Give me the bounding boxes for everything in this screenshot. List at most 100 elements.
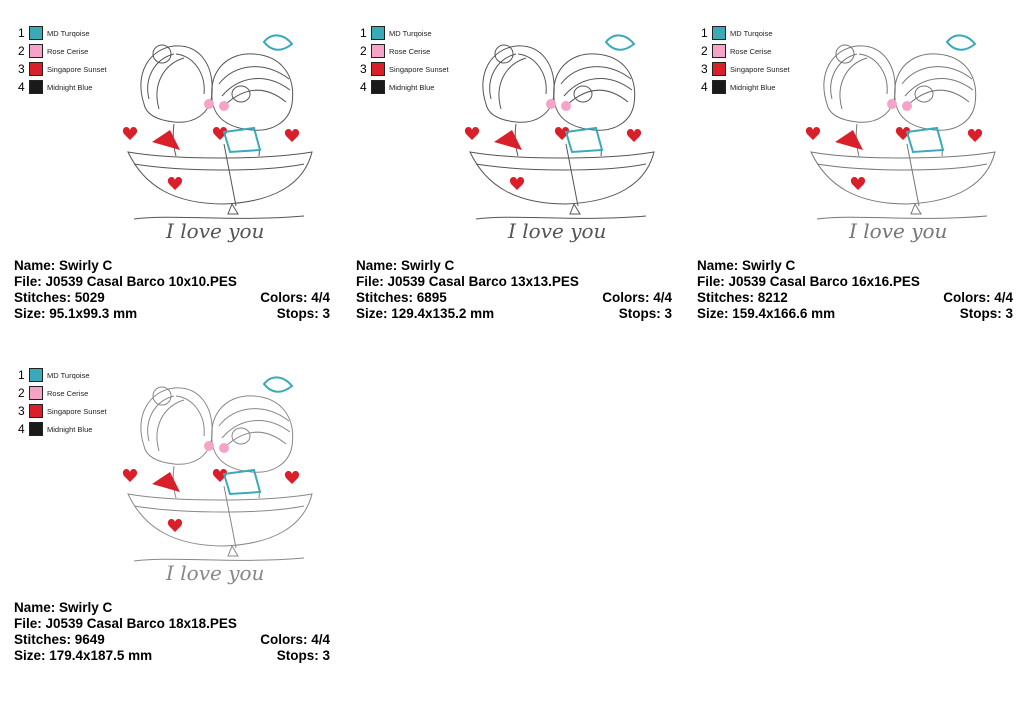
- design-stitches: Stitches: 8212: [697, 290, 788, 305]
- design-card: 1 MD Turqoise 2 Rose Cerise 3 Singapore Sun…: [14, 366, 334, 686]
- color-swatch: [712, 44, 726, 58]
- design-stitches: Stitches: 9649: [14, 632, 105, 647]
- design-name: Name: Swirly C: [14, 600, 113, 615]
- legend-name: MD Turqoise: [389, 28, 432, 38]
- legend-number: 3: [701, 62, 708, 76]
- design-size: Size: 95.1x99.3 mm: [14, 306, 138, 321]
- color-swatch: [712, 80, 726, 94]
- design-file: File: J0539 Casal Barco 10x10.PES: [14, 274, 237, 289]
- legend-number: 4: [360, 80, 367, 94]
- design-info: Name: Swirly C File: J0539 Casal Barco 1…: [14, 258, 330, 322]
- color-swatch: [29, 404, 43, 418]
- legend-name: MD Turqoise: [47, 28, 90, 38]
- legend-number: 4: [18, 422, 25, 436]
- legend-row: 2 Rose Cerise: [18, 386, 88, 400]
- legend-name: Rose Cerise: [47, 46, 89, 56]
- design-stops: Stops: 3: [276, 306, 330, 321]
- legend-number: 2: [701, 44, 708, 58]
- legend-number: 1: [701, 26, 708, 40]
- legend-row: 4 Midnight Blue: [18, 80, 92, 94]
- legend-name: MD Turqoise: [47, 370, 90, 380]
- design-size: Size: 179.4x187.5 mm: [14, 648, 153, 663]
- legend-name: Singapore Sunset: [47, 406, 107, 416]
- design-colors: Colors: 4/4: [260, 632, 330, 647]
- color-swatch: [29, 26, 43, 40]
- legend-name: Singapore Sunset: [389, 64, 449, 74]
- legend-name: Rose Cerise: [47, 388, 89, 398]
- legend-number: 2: [18, 386, 25, 400]
- design-info: Name: Swirly C File: J0539 Casal Barco 1…: [356, 258, 672, 322]
- legend-number: 2: [18, 44, 25, 58]
- design-colors: Colors: 4/4: [943, 290, 1013, 305]
- legend-name: Midnight Blue: [47, 82, 93, 92]
- legend-number: 4: [701, 80, 708, 94]
- legend-name: Midnight Blue: [730, 82, 776, 92]
- color-swatch: [29, 62, 43, 76]
- color-swatch: [29, 368, 43, 382]
- legend-row: 2 Rose Cerise: [701, 44, 771, 58]
- legend-row: 3 Singapore Sunset: [18, 62, 107, 76]
- legend-row: 2 Rose Cerise: [360, 44, 430, 58]
- design-stops: Stops: 3: [959, 306, 1013, 321]
- legend-row: 1 MD Turqoise: [18, 26, 90, 40]
- legend-row: 1 MD Turqoise: [18, 368, 90, 382]
- color-swatch: [712, 62, 726, 76]
- legend-number: 3: [18, 404, 25, 418]
- color-swatch: [29, 44, 43, 58]
- caption-text: I love you: [165, 561, 264, 585]
- color-swatch: [712, 26, 726, 40]
- legend-number: 1: [18, 368, 25, 382]
- design-size: Size: 129.4x135.2 mm: [356, 306, 495, 321]
- legend-row: 4 Midnight Blue: [701, 80, 775, 94]
- legend-row: 3 Singapore Sunset: [18, 404, 107, 418]
- legend-row: 1 MD Turqoise: [701, 26, 773, 40]
- caption-text: I love you: [848, 219, 947, 243]
- legend-number: 4: [18, 80, 25, 94]
- embroidery-preview: I love you: [122, 376, 313, 585]
- design-colors: Colors: 4/4: [602, 290, 672, 305]
- design-size: Size: 159.4x166.6 mm: [697, 306, 836, 321]
- color-swatch: [29, 386, 43, 400]
- design-card: 1 MD Turqoise 2 Rose Cerise 3 Singapore Sun…: [14, 24, 334, 344]
- legend-row: 3 Singapore Sunset: [360, 62, 449, 76]
- design-info: Name: Swirly C File: J0539 Casal Barco 1…: [14, 600, 330, 664]
- design-file: File: J0539 Casal Barco 18x18.PES: [14, 616, 237, 631]
- embroidery-preview: I love you: [805, 34, 996, 243]
- legend-name: Rose Cerise: [730, 46, 772, 56]
- color-swatch: [29, 80, 43, 94]
- design-info: Name: Swirly C File: J0539 Casal Barco 1…: [697, 258, 1013, 322]
- embroidery-preview: I love you: [464, 34, 655, 243]
- legend-number: 3: [360, 62, 367, 76]
- legend-number: 2: [360, 44, 367, 58]
- legend-name: Rose Cerise: [389, 46, 431, 56]
- design-file: File: J0539 Casal Barco 13x13.PES: [356, 274, 579, 289]
- design-name: Name: Swirly C: [697, 258, 796, 273]
- legend-number: 1: [18, 26, 25, 40]
- design-name: Name: Swirly C: [356, 258, 455, 273]
- design-stops: Stops: 3: [618, 306, 672, 321]
- legend-name: Singapore Sunset: [47, 64, 107, 74]
- legend-number: 3: [18, 62, 25, 76]
- legend-row: 4 Midnight Blue: [360, 80, 434, 94]
- color-swatch: [371, 80, 385, 94]
- color-swatch: [29, 422, 43, 436]
- design-name: Name: Swirly C: [14, 258, 113, 273]
- color-swatch: [371, 44, 385, 58]
- design-file: File: J0539 Casal Barco 16x16.PES: [697, 274, 920, 289]
- caption-text: I love you: [507, 219, 606, 243]
- color-swatch: [371, 26, 385, 40]
- embroidery-preview: I love you: [122, 34, 313, 243]
- design-stitches: Stitches: 6895: [356, 290, 447, 305]
- legend-name: Midnight Blue: [389, 82, 435, 92]
- design-stops: Stops: 3: [276, 648, 330, 663]
- legend-row: 2 Rose Cerise: [18, 44, 88, 58]
- color-swatch: [371, 62, 385, 76]
- design-colors: Colors: 4/4: [260, 290, 330, 305]
- legend-name: MD Turqoise: [730, 28, 773, 38]
- caption-text: I love you: [165, 219, 264, 243]
